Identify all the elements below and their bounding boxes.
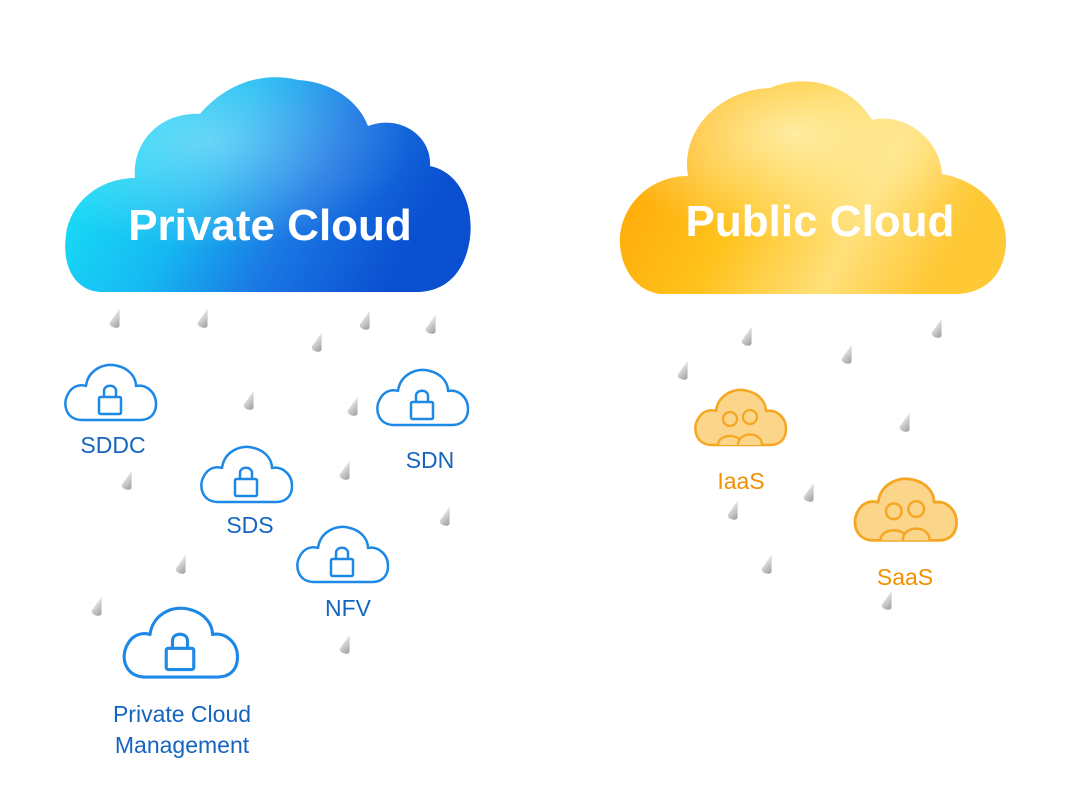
raindrop xyxy=(761,554,772,574)
raindrop xyxy=(677,360,688,380)
raindrop xyxy=(91,596,102,616)
raindrop xyxy=(197,308,208,328)
lock-body xyxy=(409,400,435,421)
cloud-users-icon xyxy=(853,477,958,542)
lock-body xyxy=(233,477,259,498)
cloud-outline xyxy=(64,363,158,422)
lock-body xyxy=(164,646,196,672)
raindrop xyxy=(841,344,852,364)
cloud-lock-icon xyxy=(64,363,158,422)
sddc-label: SDDC xyxy=(80,432,145,458)
raindrop xyxy=(741,326,752,346)
cloud-outline xyxy=(694,388,788,447)
raindrop xyxy=(243,390,254,410)
cloud-lock-icon xyxy=(122,606,240,679)
cloud-users-icon xyxy=(694,388,788,447)
raindrop xyxy=(175,554,186,574)
lock-body xyxy=(329,557,355,578)
raindrop xyxy=(881,590,892,610)
cloud-outline xyxy=(122,606,240,679)
person-head xyxy=(884,502,903,521)
lock-shackle xyxy=(170,632,190,649)
raindrop xyxy=(931,318,942,338)
raindrop xyxy=(121,470,132,490)
private-cloud: Private Cloud xyxy=(65,77,471,292)
lock-shackle xyxy=(238,466,254,479)
private-item-sdn xyxy=(376,368,470,427)
sds-label: SDS xyxy=(226,512,273,538)
cloud-lock-icon xyxy=(376,368,470,427)
private-item-nfv xyxy=(296,525,390,584)
raindrop xyxy=(339,460,350,480)
raindrops xyxy=(91,308,942,654)
raindrop xyxy=(347,396,358,416)
public-item-saas xyxy=(853,477,958,542)
private-cloud-title: Private Cloud xyxy=(128,201,412,250)
management-label-line1: Private Cloud xyxy=(113,701,251,727)
raindrop xyxy=(803,482,814,502)
raindrop xyxy=(425,314,436,334)
person-body xyxy=(736,433,764,446)
raindrop xyxy=(339,634,350,654)
nfv-label: NFV xyxy=(325,595,372,621)
lock-body xyxy=(97,395,123,416)
raindrop xyxy=(109,308,120,328)
private-item-sds xyxy=(200,445,294,504)
raindrop xyxy=(727,500,738,520)
raindrop xyxy=(899,412,910,432)
cloud-outline xyxy=(296,525,390,584)
private-item-sddc xyxy=(64,363,158,422)
public-item-iaas xyxy=(694,388,788,447)
cloud-lock-icon xyxy=(296,525,390,584)
cloud-outline xyxy=(853,477,958,542)
iaas-label: IaaS xyxy=(717,468,764,494)
raindrop xyxy=(439,506,450,526)
person-head xyxy=(721,410,739,428)
management-label-line2: Management xyxy=(115,732,250,758)
lock-shackle xyxy=(102,384,118,397)
person-head xyxy=(907,499,926,519)
lock-shackle xyxy=(334,546,350,559)
public-cloud: Public Cloud xyxy=(619,81,1006,294)
cloud-lock-icon xyxy=(200,445,294,504)
private-item-management xyxy=(122,606,240,679)
public-cloud-title: Public Cloud xyxy=(686,197,955,246)
sdn-label: SDN xyxy=(406,447,455,473)
saas-label: SaaS xyxy=(877,564,933,590)
person-head xyxy=(741,408,759,426)
raindrop xyxy=(359,310,370,330)
raindrop xyxy=(311,332,322,352)
lock-shackle xyxy=(414,389,430,402)
person-body xyxy=(901,527,931,541)
cloud-outline xyxy=(200,445,294,504)
cloud-outline xyxy=(376,368,470,427)
